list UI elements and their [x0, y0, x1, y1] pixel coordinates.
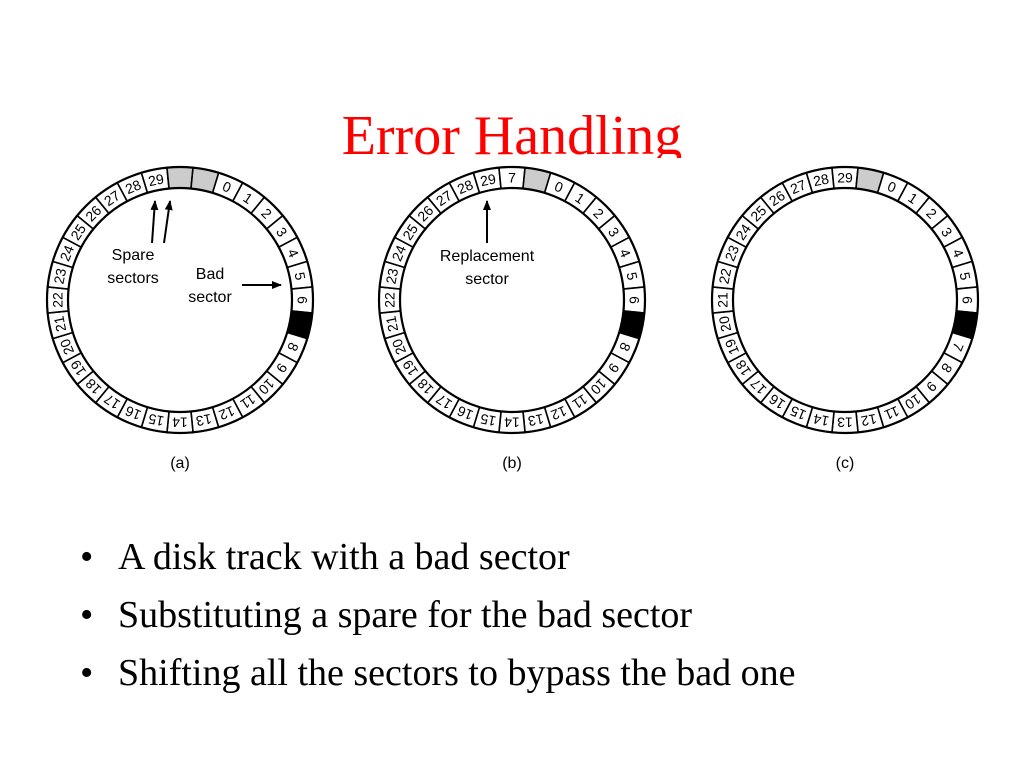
sector-number: 24: [56, 243, 77, 264]
sector-number: 12: [216, 403, 237, 424]
sector-number: 17: [433, 391, 455, 413]
spare-arrow-2: [163, 200, 173, 244]
sector-number: 21: [50, 314, 69, 333]
track-outer-edge: [377, 165, 647, 435]
bullet-item: • A disk track with a bad sector: [80, 528, 796, 586]
sector-number: 22: [382, 292, 398, 308]
bullet-item: • Shifting all the sectors to bypass the…: [80, 644, 796, 702]
sector-number: 21: [715, 292, 731, 308]
sector-number: 27: [788, 176, 809, 197]
sector-number: 15: [147, 411, 166, 430]
sector-number: 19: [399, 357, 421, 379]
annotation-spare-sectors: Spare sectors: [107, 200, 173, 287]
track-outer-edge: [45, 165, 315, 435]
sector-number: 13: [194, 411, 213, 430]
spare-sectors-label-line1: Spare: [112, 247, 155, 264]
sector-number: 19: [67, 357, 89, 379]
sector-number: 29: [147, 170, 166, 189]
sector-number: 13: [837, 415, 853, 431]
sector-number: 29: [837, 170, 853, 186]
sector-number: 6: [627, 296, 643, 304]
sector-number: 21: [382, 314, 401, 333]
sector-number: 25: [399, 221, 421, 243]
sector-number: 5: [957, 271, 974, 282]
sector-number: 28: [455, 176, 476, 197]
caption-c: (c): [836, 455, 855, 472]
annotation-bad-sector: Bad sector: [188, 266, 282, 306]
sector-number: 6: [295, 296, 311, 304]
sector-number: 6: [960, 296, 976, 304]
bullet-marker: •: [80, 652, 94, 694]
sector-number: 17: [101, 391, 123, 413]
sector-number: 20: [388, 336, 409, 357]
track-outer-edge: [710, 165, 980, 435]
sector-number: 12: [859, 411, 878, 430]
sector-number: 7: [508, 170, 516, 186]
sector-number: 19: [721, 336, 742, 357]
sector-number: 16: [455, 403, 476, 424]
sector-number: 27: [101, 187, 123, 209]
sector-number: 13: [526, 411, 545, 430]
sector-ring-a: 0123456891011121314151617181920212223242…: [45, 165, 315, 435]
sector-number: 20: [56, 336, 77, 357]
sector-number: 5: [624, 271, 641, 282]
spare-sector: [166, 166, 194, 190]
sector-number: 28: [123, 176, 144, 197]
sector-number: 24: [388, 243, 409, 264]
sector-number: 11: [882, 403, 902, 423]
spare-sectors-label-line2: sectors: [107, 270, 159, 287]
sector-number: 16: [766, 391, 788, 413]
sector-number: 22: [715, 267, 734, 286]
bullet-marker: •: [80, 594, 94, 636]
bullet-text: A disk track with a bad sector: [118, 536, 570, 578]
sector-number: 27: [433, 187, 455, 209]
sector-number: 18: [732, 357, 754, 379]
bad-sector-label-line1: Bad: [196, 266, 224, 283]
annotation-replacement-sector: Replacement sector: [440, 200, 535, 288]
track-inner-edge: [66, 186, 294, 414]
disk-track-c: 0123456789101112131415161718192021222324…: [710, 165, 980, 472]
replacement-sector-label-line2: sector: [465, 271, 509, 288]
sector-number: 23: [721, 243, 742, 264]
sector-number: 14: [504, 415, 520, 431]
spare-arrow-1: [150, 200, 159, 244]
slide-title: Error Handling: [341, 105, 683, 158]
bullet-text: Substituting a spare for the bad sector: [118, 594, 693, 636]
sector-ring-c: 0123456789101112131415161718192021222324…: [710, 165, 980, 435]
sector-number: 5: [292, 271, 309, 282]
bad-sector-label-line2: sector: [188, 289, 232, 306]
disk-track-a: 0123456891011121314151617181920212223242…: [45, 165, 315, 472]
bullet-text: Shifting all the sectors to bypass the b…: [118, 652, 796, 694]
caption-b: (b): [502, 455, 522, 472]
replacement-sector-label-line1: Replacement: [440, 248, 535, 265]
sector-number: 16: [123, 403, 144, 424]
bullet-marker: •: [80, 536, 94, 578]
sector-number: 29: [479, 170, 498, 189]
caption-a: (a): [170, 455, 190, 472]
sector-number: 14: [812, 411, 831, 430]
sector-number: 23: [382, 267, 401, 286]
track-inner-edge: [398, 186, 626, 414]
sector-number: 28: [812, 170, 831, 189]
disk-track-b: 0123456891011121314151617181920212223242…: [377, 165, 647, 472]
sector-number: 23: [50, 267, 69, 286]
sector-number: 22: [50, 292, 66, 308]
sector-number: 15: [788, 403, 809, 424]
sector-number: 10: [902, 391, 924, 413]
sector-number: 12: [548, 403, 569, 424]
bullet-item: • Substituting a spare for the bad secto…: [80, 586, 796, 644]
track-inner-edge: [731, 186, 959, 414]
bullet-list: • A disk track with a bad sector • Subst…: [80, 528, 796, 702]
sector-number: 20: [715, 314, 734, 333]
sector-ring-b: 0123456891011121314151617181920212223242…: [377, 165, 647, 435]
sector-number: 15: [479, 411, 498, 430]
sector-number: 26: [766, 187, 788, 209]
sector-number: 24: [732, 221, 754, 243]
disk-track-diagrams: 0123456891011121314151617181920212223242…: [45, 165, 980, 472]
sector-number: 25: [67, 221, 89, 243]
sector-number: 14: [172, 415, 188, 431]
